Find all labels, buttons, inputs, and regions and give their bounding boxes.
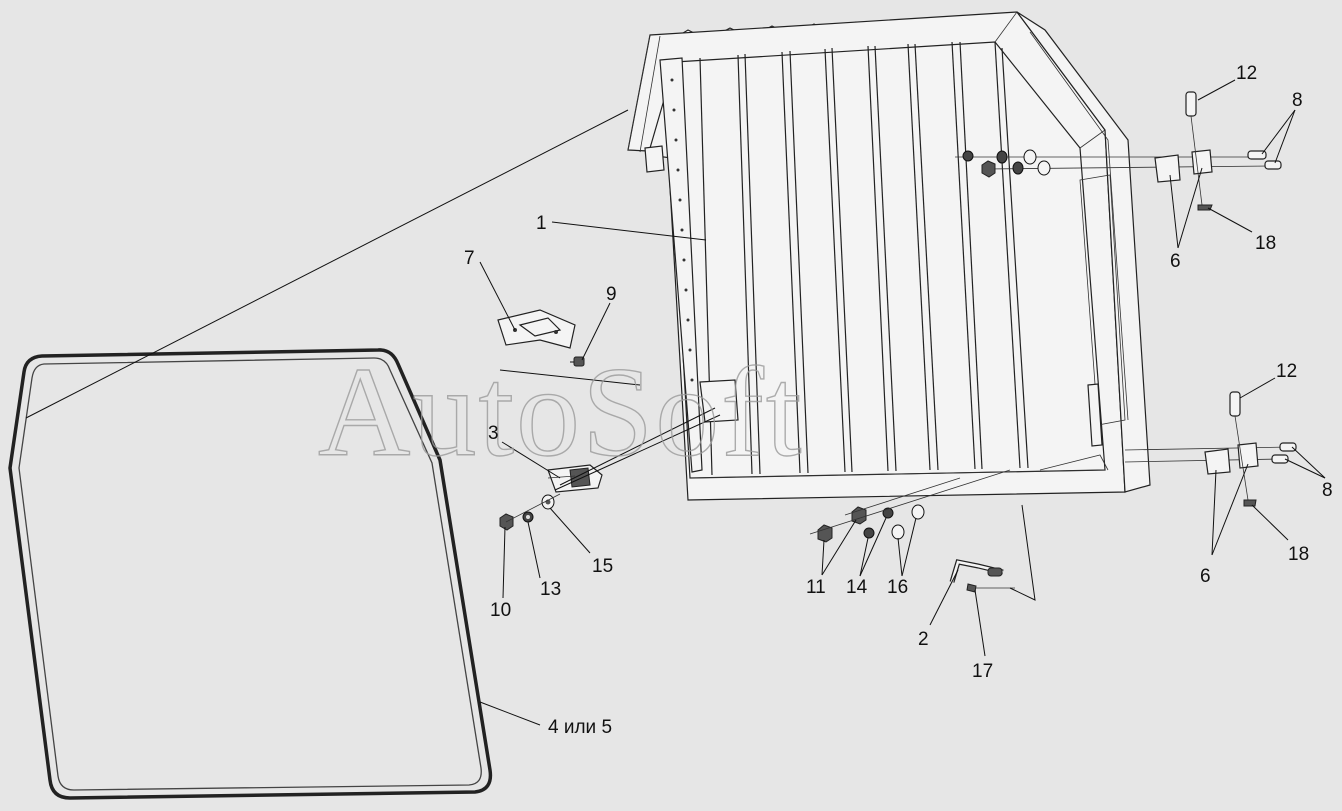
callout-8-top: 8 (1292, 90, 1303, 111)
frame-ribs (699, 41, 1029, 476)
bottom-fasteners (809, 469, 1011, 543)
callout-11: 11 (806, 577, 826, 598)
callout-14: 14 (846, 577, 868, 598)
door-seal (8, 348, 493, 800)
callout-7: 7 (464, 248, 475, 269)
leader-lines (479, 79, 1326, 726)
callout-18-bottom: 18 (1288, 544, 1309, 565)
callout-15: 15 (592, 556, 613, 577)
bolt (570, 356, 585, 367)
bottom-hinge (1124, 391, 1297, 507)
callout-13: 13 (540, 579, 561, 600)
callout-12-top: 12 (1236, 63, 1257, 84)
callout-labels: 1 2 3 4 или 5 6 6 7 8 8 9 10 11 12 12 13… (464, 63, 1333, 738)
callout-4-or-5: 4 или 5 (548, 717, 612, 738)
handle-bracket (497, 309, 576, 349)
callout-6-top: 6 (1170, 251, 1181, 272)
callout-16: 16 (887, 577, 908, 598)
callout-10: 10 (490, 600, 511, 621)
callout-18-top: 18 (1255, 233, 1276, 254)
top-hinge (955, 91, 1282, 211)
callout-1: 1 (536, 213, 547, 234)
callout-2: 2 (918, 629, 929, 650)
callout-9: 9 (606, 284, 617, 305)
door-frame (627, 11, 1151, 501)
callout-6-bottom: 6 (1200, 566, 1211, 587)
callout-3: 3 (488, 423, 499, 444)
callout-17: 17 (972, 661, 993, 682)
handle-rod (949, 504, 1036, 601)
lock-fasteners (499, 493, 561, 531)
callout-8-bottom: 8 (1322, 480, 1333, 501)
watermark-text: AutoSoft (318, 341, 803, 483)
callout-12-bottom: 12 (1276, 361, 1297, 382)
